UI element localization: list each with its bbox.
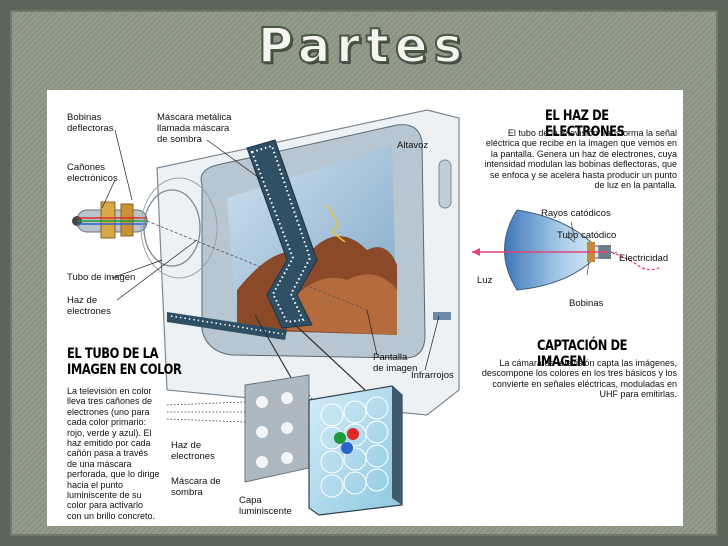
label-bobinas-deflectoras: Bobinas deflectoras <box>67 112 114 134</box>
label-rayos-catodicos: Rayos catódicos <box>541 208 611 219</box>
label-mascara-de-sombra: Máscara de sombra <box>171 476 221 498</box>
shadow-mask-band <box>167 139 318 340</box>
label-haz-de-electrones: Haz de electrones <box>67 295 111 317</box>
label-mascara-metalica: Máscara metálica llamada máscara de somb… <box>157 112 232 145</box>
label-infrarrojos: Infrarrojos <box>411 370 454 381</box>
label-canones-electronicos: Cañones electrónicos <box>67 162 118 184</box>
label-luz: Luz <box>477 275 493 286</box>
tubo-section-heading: EL TUBO DE LA IMAGEN EN COLOR <box>67 346 182 378</box>
label-tubo-de-imagen: Tubo de imagen <box>67 272 136 283</box>
label-capa-luminiscente: Capa luminiscente <box>239 495 292 517</box>
label-haz-de-electrones-zoom: Haz de electrones <box>171 440 215 462</box>
mask-zoom <box>166 374 338 483</box>
slide-title: Partes <box>257 17 469 75</box>
label-bobinas-tube: Bobinas <box>569 298 604 309</box>
diagram-panel: Bobinas deflectoras Máscara metálica lla… <box>47 90 683 526</box>
haz-section-text: El tubo de la televisión transforma la s… <box>484 128 677 191</box>
captacion-section-heading: CAPTACIÓN DE IMAGEN <box>537 338 628 370</box>
leader-lines <box>101 129 440 391</box>
label-pantalla-de-imagen: Pantalla de imagen <box>373 352 418 374</box>
phosphor-cube <box>308 385 403 516</box>
tv-diagram-illustration <box>72 109 660 516</box>
tv-housing <box>156 109 460 416</box>
label-altavoz: Altavoz <box>397 140 429 151</box>
electron-gun <box>72 177 368 311</box>
tubo-section-text: La televisión en color lleva tres cañone… <box>67 386 160 521</box>
label-electricidad: Electricidad <box>619 253 669 264</box>
haz-section-heading: EL HAZ DE ELECTRONES <box>545 108 625 140</box>
cathode-ray-tube <box>472 209 660 291</box>
label-tubo-catodico: Tubo catódico <box>557 230 617 241</box>
captacion-section-text: La cámara de televisión capta las imágen… <box>481 358 677 400</box>
